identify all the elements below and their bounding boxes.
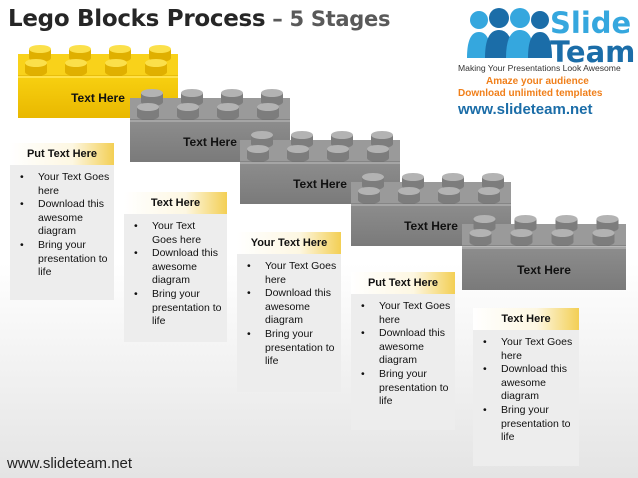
logo-team-word: Team bbox=[550, 35, 636, 69]
stage-panel-5: Text Here Your Text Goes here Download t… bbox=[473, 308, 579, 466]
title-main: Lego Blocks Process bbox=[8, 6, 266, 32]
logo-line-download: Download unlimited templates bbox=[458, 88, 603, 99]
title-stages: 5 Stages bbox=[289, 7, 391, 31]
lego-stud bbox=[257, 103, 279, 120]
panel-bullet: Bring your presentation to life bbox=[355, 368, 451, 409]
panel-bullet: Your Text Goes here bbox=[241, 260, 337, 287]
panel-bullet: Download this awesome diagram bbox=[241, 287, 337, 328]
lego-stud bbox=[478, 187, 500, 204]
lego-stud bbox=[551, 229, 574, 246]
stage-panel-2: Text Here Your Text Goes here Download t… bbox=[124, 192, 227, 342]
panel-bullet: Download this awesome diagram bbox=[128, 247, 223, 288]
lego-stud bbox=[217, 103, 239, 120]
lego-stud bbox=[177, 103, 199, 120]
lego-stud bbox=[592, 229, 615, 246]
lego-stud bbox=[438, 187, 460, 204]
stage-panel-4: Put Text Here Your Text Goes here Downlo… bbox=[351, 272, 455, 430]
panel-bullet: Your Text Goes here bbox=[477, 336, 575, 363]
panel-title: Text Here bbox=[473, 308, 579, 330]
title-dash: – bbox=[265, 7, 290, 31]
block-top-surface bbox=[351, 182, 511, 204]
block-top-surface bbox=[18, 54, 178, 76]
lego-stud bbox=[141, 89, 163, 106]
lego-studs bbox=[462, 215, 626, 247]
lego-stud bbox=[510, 229, 533, 246]
lego-stud bbox=[327, 145, 349, 162]
panel-bullet: Your Text Goes here bbox=[14, 171, 110, 198]
block-label: Text Here bbox=[462, 247, 626, 290]
lego-stud bbox=[25, 59, 47, 76]
lego-stud bbox=[145, 59, 167, 76]
slideteam-logo: Slide Team Making Your Presentations Loo… bbox=[458, 4, 636, 122]
lego-stud bbox=[247, 145, 269, 162]
lego-block-gray-4: Text Here bbox=[462, 210, 626, 290]
lego-stud bbox=[371, 131, 393, 148]
block-top-surface bbox=[240, 140, 400, 162]
footer-website: www.slideteam.net bbox=[7, 455, 133, 472]
lego-stud bbox=[105, 59, 127, 76]
panel-title: Your Text Here bbox=[237, 232, 341, 254]
panel-title: Put Text Here bbox=[10, 143, 114, 165]
logo-line-amaze: Amaze your audience bbox=[486, 76, 589, 87]
panel-bullet: Your Text Goes here bbox=[355, 300, 451, 327]
panel-bullets: Your Text Goes here Download this awesom… bbox=[237, 254, 341, 373]
lego-stud bbox=[473, 215, 496, 232]
logo-tagline: Making Your Presentations Look Awesome bbox=[458, 63, 621, 73]
panel-bullet: Bring your presentation to life bbox=[241, 328, 337, 369]
panel-bullet: Download this awesome diagram bbox=[355, 327, 451, 368]
people-icon bbox=[467, 8, 552, 58]
lego-stud bbox=[398, 187, 420, 204]
lego-stud bbox=[469, 229, 492, 246]
panel-bullet: Bring your presentation to life bbox=[14, 239, 110, 280]
panel-bullets: Your Text Goes here Download this awesom… bbox=[10, 165, 114, 284]
block-top-surface bbox=[462, 224, 626, 246]
panel-title: Text Here bbox=[124, 192, 227, 214]
panel-bullet: Bring your presentation to life bbox=[128, 288, 223, 329]
lego-stud bbox=[358, 187, 380, 204]
lego-stud bbox=[137, 103, 159, 120]
lego-stud bbox=[287, 145, 309, 162]
panel-bullet: Bring your presentation to life bbox=[477, 404, 575, 445]
panel-bullets: Your Text Goes here Download this awesom… bbox=[124, 214, 227, 333]
page-title: Lego Blocks Process – 5 Stages bbox=[8, 6, 390, 32]
logo-slide-word: Slide bbox=[550, 6, 632, 40]
panel-title: Put Text Here bbox=[351, 272, 455, 294]
panel-bullets: Your Text Goes here Download this awesom… bbox=[351, 294, 455, 413]
logo-website: www.slideteam.net bbox=[458, 101, 593, 118]
lego-stud bbox=[482, 173, 504, 190]
block-top-surface bbox=[130, 98, 290, 120]
panel-bullet: Download this awesome diagram bbox=[14, 198, 110, 239]
stage-panel-1: Put Text Here Your Text Goes here Downlo… bbox=[10, 143, 114, 300]
lego-stud bbox=[65, 59, 87, 76]
panel-bullet: Your Text Goes here bbox=[128, 220, 223, 247]
stage-panel-3: Your Text Here Your Text Goes here Downl… bbox=[237, 232, 341, 392]
panel-bullets: Your Text Goes here Download this awesom… bbox=[473, 330, 579, 449]
lego-studs bbox=[240, 131, 400, 163]
panel-bullet: Download this awesome diagram bbox=[477, 363, 575, 404]
lego-stud bbox=[367, 145, 389, 162]
